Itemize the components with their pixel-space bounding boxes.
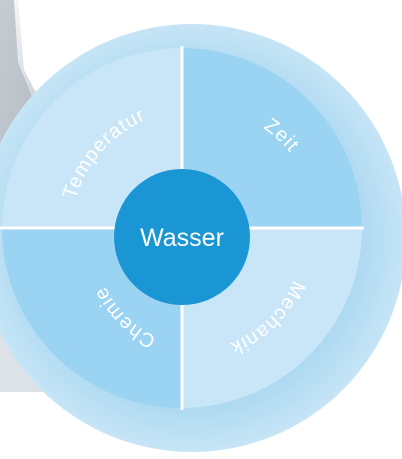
segment-zeit: [182, 48, 362, 228]
center-circle: [114, 169, 250, 305]
center-label: Wasser: [140, 224, 224, 252]
segment-temperatur: [2, 48, 182, 228]
center-hub: Wasser: [114, 169, 250, 305]
